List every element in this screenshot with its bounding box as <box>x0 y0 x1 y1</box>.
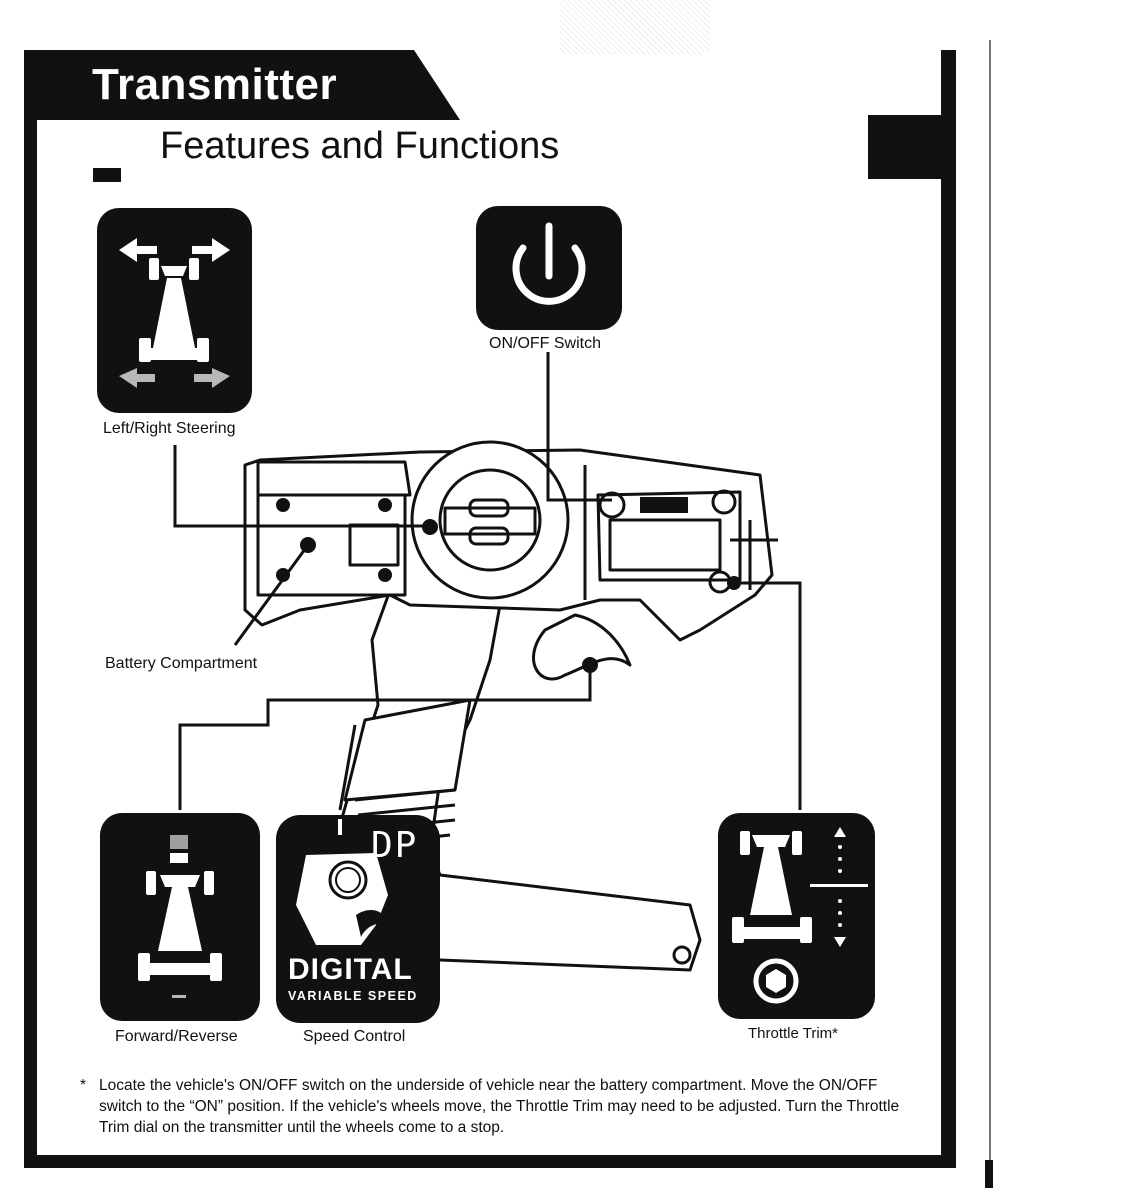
section-tab <box>868 115 942 179</box>
footnote-text: Locate the vehicle's ON/OFF switch on th… <box>99 1077 900 1136</box>
forward-reverse-icon-box <box>100 813 260 1021</box>
page-edge-rule <box>989 40 991 1180</box>
scan-speckle <box>560 0 710 55</box>
title-banner <box>24 50 460 120</box>
speed-control-box: DP DIGITAL VARIABLE SPEED <box>276 815 440 1023</box>
frame-right-border <box>941 50 956 1168</box>
throttle-trim-label: Throttle Trim* <box>748 1025 839 1042</box>
speed-display-readout: DP <box>371 825 419 866</box>
power-switch-label: ON/OFF Switch <box>489 335 602 352</box>
steering-icon-box <box>97 208 252 413</box>
page-title: Transmitter <box>92 60 338 109</box>
power-icon <box>512 222 586 305</box>
throttle-trim-box <box>718 813 875 1019</box>
frame-bottom-border <box>24 1155 956 1168</box>
forward-reverse-label: Forward/Reverse <box>115 1028 238 1045</box>
battery-compartment-label: Battery Compartment <box>105 655 258 672</box>
page-edge-mark <box>985 1160 993 1188</box>
subtitle-marker <box>93 168 121 182</box>
throttle-trim-icon <box>732 827 868 1004</box>
footnote-marker: * <box>80 1077 87 1094</box>
digital-brand-text: DIGITAL <box>288 953 413 986</box>
speed-control-label: Speed Control <box>303 1028 406 1045</box>
digital-speed-icon <box>296 819 388 945</box>
car-forward-reverse-icon <box>138 835 222 998</box>
page-subtitle: Features and Functions <box>160 125 560 167</box>
steering-label: Left/Right Steering <box>103 420 236 437</box>
power-icon-box <box>476 206 622 330</box>
frame-left-border <box>24 50 37 1168</box>
steering-arrows-icon <box>119 238 230 388</box>
variable-speed-text: VARIABLE SPEED <box>288 989 418 1003</box>
footnote: * Locate the vehicle's ON/OFF switch on … <box>80 1075 904 1138</box>
